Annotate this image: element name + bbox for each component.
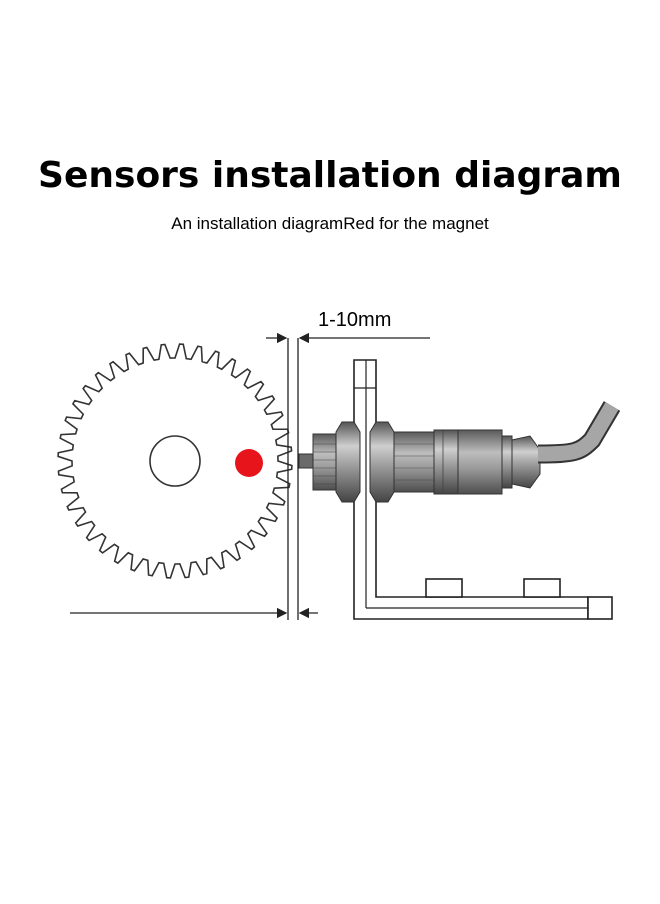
page-title: Sensors installation diagram bbox=[38, 155, 622, 196]
bracket-slot-2 bbox=[523, 578, 561, 598]
page-subtitle: An installation diagramRed for the magne… bbox=[171, 214, 489, 233]
gear-hub-hole bbox=[149, 435, 201, 487]
magnet-dot bbox=[235, 449, 263, 477]
bracket-slot-1 bbox=[425, 578, 463, 598]
sensor-cable-fill bbox=[537, 402, 619, 462]
gap-dimension-label: 1-10mm bbox=[318, 309, 392, 331]
proximity-sensor bbox=[298, 421, 541, 503]
bracket-foot-end bbox=[587, 596, 613, 620]
gear bbox=[57, 343, 293, 579]
